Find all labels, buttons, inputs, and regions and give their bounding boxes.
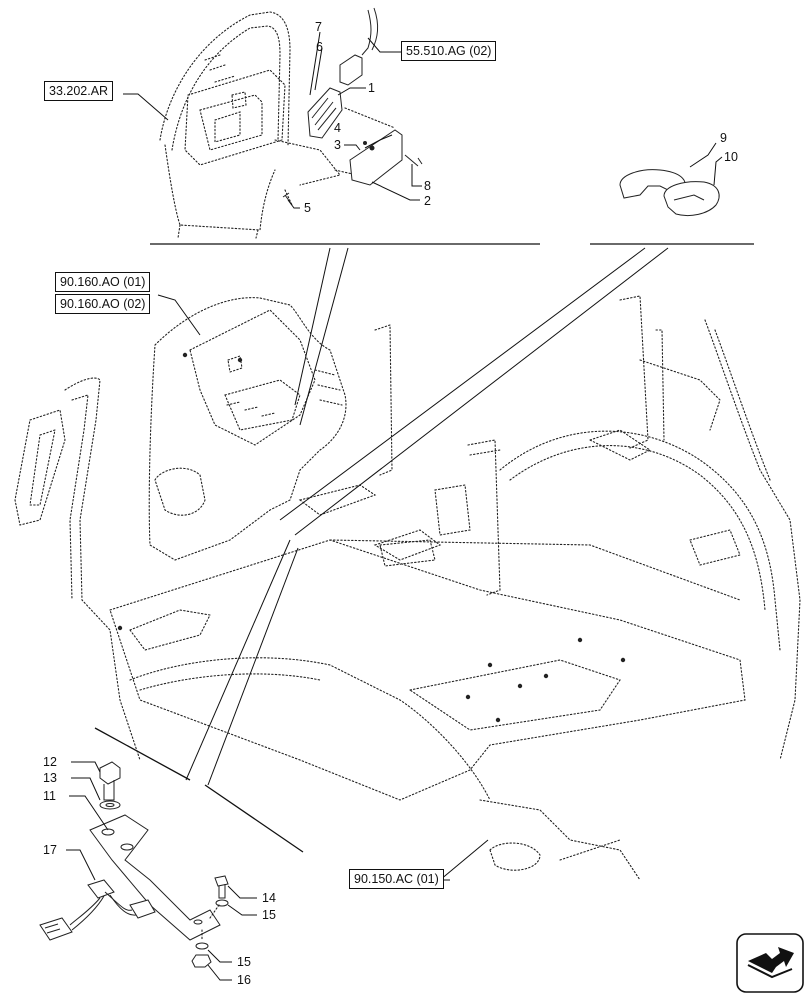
next-page-arrow-icon[interactable] [736, 933, 804, 993]
cab-floor-assembly [14, 295, 801, 881]
reference-90-160-ao-01[interactable]: 90.160.AO (01) [55, 272, 151, 292]
callout-5: 5 [304, 201, 311, 215]
reference-55-510-ag-02[interactable]: 55.510.AG (02) [401, 41, 497, 61]
callout-4: 4 [334, 121, 341, 135]
grommet-parts [619, 169, 720, 217]
leader-lines [66, 31, 723, 981]
control-module-part [307, 7, 379, 139]
floor-rivets [117, 352, 626, 723]
reference-90-160-ao-02[interactable]: 90.160.AO (02) [55, 294, 151, 314]
callout-3: 3 [334, 138, 341, 152]
callout-15-lower: 15 [237, 955, 251, 969]
callout-9: 9 [720, 131, 727, 145]
callout-7: 7 [315, 20, 322, 34]
bottom-parts [39, 761, 229, 968]
console-detail-view [159, 11, 396, 239]
callout-8: 8 [424, 179, 431, 193]
callout-2: 2 [424, 194, 431, 208]
callout-10: 10 [724, 150, 738, 164]
callout-14: 14 [262, 891, 276, 905]
reference-33-202-ar[interactable]: 33.202.AR [44, 81, 114, 101]
callout-1: 1 [368, 81, 375, 95]
callout-6: 6 [316, 40, 323, 54]
reference-90-150-ac-01[interactable]: 90.150.AC (01) [349, 869, 444, 889]
callout-12: 12 [43, 755, 57, 769]
separator-lines [94, 243, 754, 853]
callout-11: 11 [43, 789, 56, 803]
bracket-part [349, 129, 423, 186]
callout-16: 16 [237, 973, 251, 987]
callout-17: 17 [43, 843, 57, 857]
callout-15-upper: 15 [262, 908, 276, 922]
callout-13: 13 [43, 771, 57, 785]
